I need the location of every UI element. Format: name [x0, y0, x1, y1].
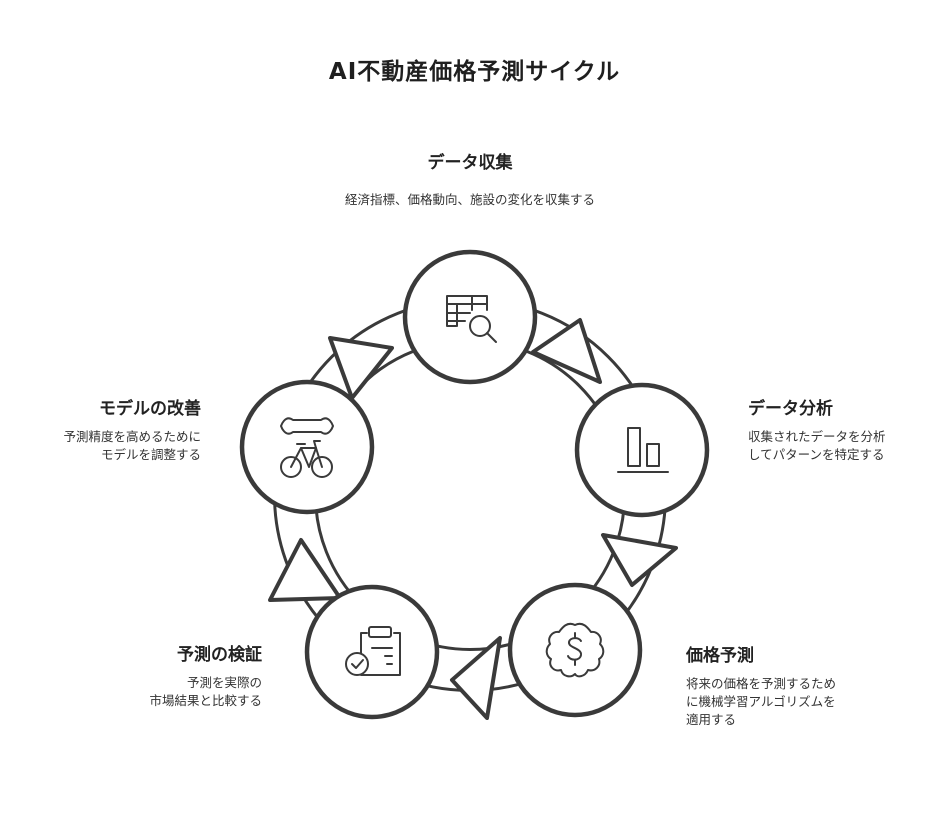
- step-desc-predict: 将来の価格を予測するため に機械学習アルゴリズムを 適用する: [686, 675, 836, 729]
- desc-line: モデルを調整する: [100, 447, 201, 462]
- desc-line: 適用する: [686, 712, 737, 727]
- step-desc-analyze: 収集されたデータを分析 してパターンを特定する: [748, 428, 886, 464]
- desc-line: してパターンを特定する: [748, 447, 885, 462]
- step-node-predict: [507, 582, 643, 718]
- step-node-verify: [304, 584, 440, 720]
- step-desc-collect: 経済指標、価格動向、施設の変化を収集する: [344, 192, 595, 207]
- desc-line: 収集されたデータを分析: [748, 429, 886, 444]
- page-title: AI不動産価格予測サイクル: [328, 59, 621, 85]
- table-search-icon: [446, 295, 497, 343]
- arrow-verify-to-improve: [268, 538, 342, 602]
- arrow-improve-to-collect: [328, 336, 394, 400]
- desc-line: に機械学習アルゴリズムを: [686, 694, 836, 709]
- desc-line: 予測を実際の: [186, 675, 262, 690]
- clipboard-check-icon: [345, 626, 401, 676]
- arrow-analyze-to-predict: [601, 533, 678, 587]
- arrow-predict-to-verify: [450, 636, 502, 720]
- desc-line: 市場結果と比較する: [149, 693, 262, 708]
- step-title-improve: モデルの改善: [99, 399, 201, 419]
- desc-line: 予測精度を高めるために: [63, 429, 201, 444]
- step-node-collect: [402, 249, 538, 385]
- step-title-analyze: データ分析: [748, 399, 833, 419]
- step-title-predict: 価格予測: [686, 646, 754, 666]
- arrow-collect-to-analyze: [531, 318, 602, 384]
- bar-chart-icon: [617, 427, 669, 473]
- dollar-badge-icon: [545, 622, 605, 678]
- wrench-bicycle-icon: [280, 417, 334, 478]
- step-desc-improve: 予測精度を高めるために モデルを調整する: [0, 428, 201, 464]
- step-title-collect: データ収集: [427, 153, 513, 173]
- step-node-analyze: [574, 382, 710, 518]
- desc-line: 将来の価格を予測するため: [686, 676, 837, 691]
- step-title-verify: 予測の検証: [177, 645, 262, 665]
- step-desc-verify: 予測を実際の 市場結果と比較する: [60, 674, 262, 710]
